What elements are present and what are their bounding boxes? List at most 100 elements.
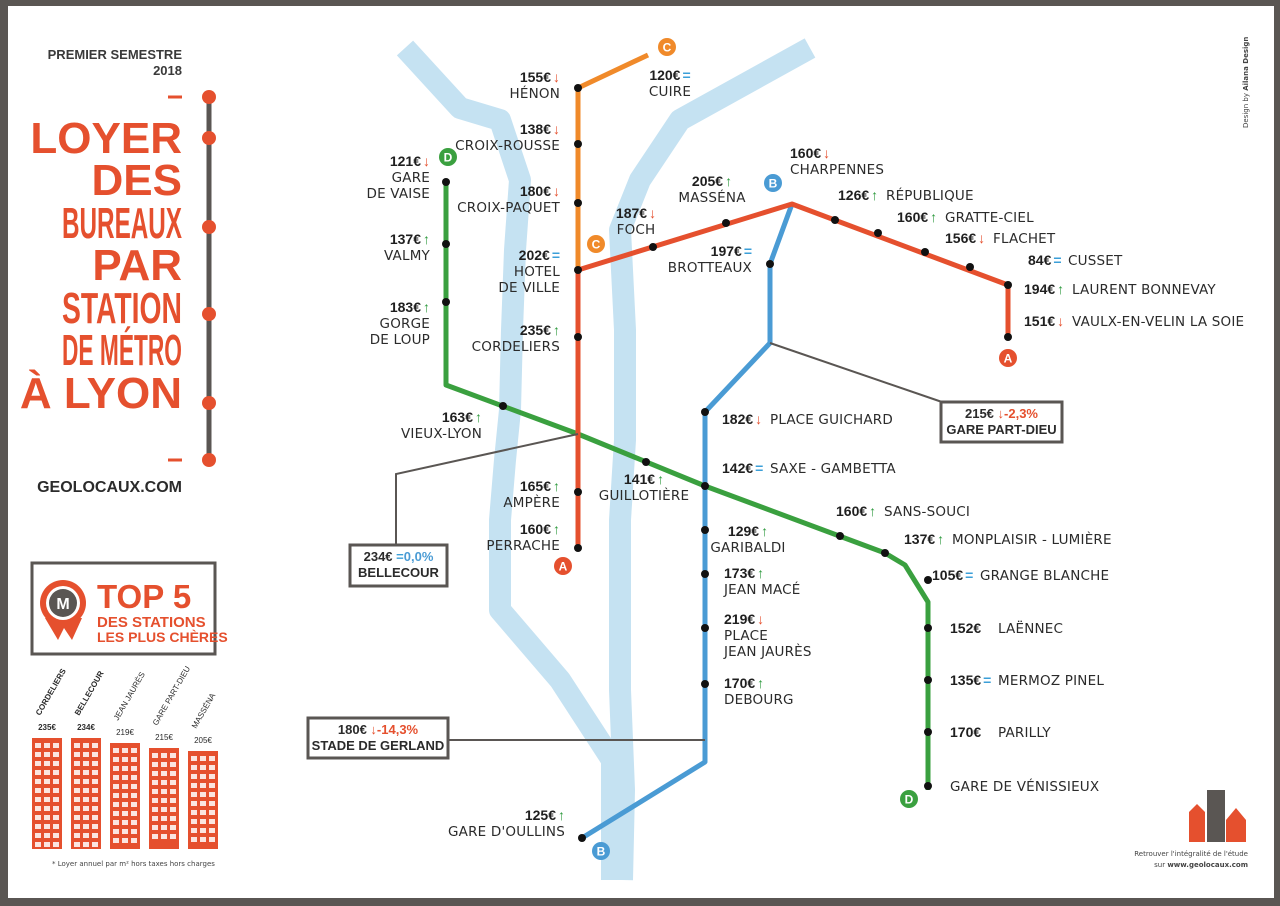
station-dot-grange-blanche[interactable] [924, 576, 932, 584]
top5-item-5[interactable]: 205€MASSÉNA [188, 691, 218, 849]
top5-item-1[interactable]: 235€CORDELIERS [32, 667, 68, 849]
station-name: GRANGE BLANCHE [980, 568, 1109, 584]
station-dot-sans-souci[interactable] [836, 532, 844, 540]
station-dot-perrache[interactable] [574, 544, 582, 552]
station-dot-vaulx[interactable] [1004, 333, 1012, 341]
station-label-laurent-bonnevay[interactable]: 194€↑LAURENT BONNEVAY [1024, 281, 1216, 298]
station-label-jean-mace[interactable]: 173€↑JEAN MACÉ [723, 565, 801, 598]
line-badge-d[interactable]: D [900, 790, 918, 808]
station-dot-mermoz[interactable] [924, 676, 932, 684]
station-label-republique[interactable]: 126€↑RÉPUBLIQUE [838, 187, 974, 204]
station-label-cusset[interactable]: 84€=CUSSET [1028, 252, 1123, 269]
top5-item-2[interactable]: 234€BELLECOUR [71, 669, 106, 849]
station-label-place-guichard[interactable]: 182€↓PLACE GUICHARD [722, 411, 893, 428]
line-badge-c[interactable]: C [587, 235, 605, 253]
station-dot-garibaldi[interactable] [701, 526, 709, 534]
station-dot-jean-jaures[interactable] [701, 624, 709, 632]
line-badge-b[interactable]: B [592, 842, 610, 860]
station-dot-venissieux[interactable] [924, 782, 932, 790]
station-dot-foch[interactable] [649, 243, 657, 251]
station-label-garibaldi[interactable]: 129€↑GARIBALDI [710, 523, 785, 556]
station-dot-croix-paquet[interactable] [574, 199, 582, 207]
station-dot-laurent-bonnevay[interactable] [1004, 281, 1012, 289]
station-label-debourg[interactable]: 170€↑DEBOURG [724, 675, 794, 708]
station-label-sans-souci[interactable]: 160€↑SANS-SOUCI [836, 503, 970, 520]
station-label-croix-rousse[interactable]: 138€↓CROIX-ROUSSE [455, 121, 560, 154]
station-dot-guillotiere[interactable] [642, 458, 650, 466]
station-dot-gratte-ciel[interactable] [874, 229, 882, 237]
station-label-henon[interactable]: 155€↓HÉNON [509, 69, 560, 102]
station-label-flachet[interactable]: 156€↓FLACHET [945, 230, 1056, 247]
station-label-massena[interactable]: 205€↑MASSÉNA [678, 173, 746, 206]
station-dot-croix-rousse[interactable] [574, 140, 582, 148]
line-badge-a[interactable]: A [999, 349, 1017, 367]
station-label-brotteaux[interactable]: 197€=BROTTEAUX [668, 243, 752, 276]
station-dot-flachet[interactable] [921, 248, 929, 256]
line-d [443, 182, 931, 790]
top5-item-3[interactable]: 219€JEAN JAURÈS [110, 671, 147, 849]
station-dot-laennec[interactable] [924, 624, 932, 632]
station-label-charpennes[interactable]: 160€↓CHARPENNES [790, 145, 884, 178]
top5-price: 215€ [155, 733, 173, 742]
callout-part-dieu[interactable]: 215€ ↓-2,3%GARE PART-DIEU [939, 400, 1064, 444]
station-label-grange-blanche[interactable]: 105€=GRANGE BLANCHE [932, 567, 1109, 584]
line-badge-c[interactable]: C [658, 38, 676, 56]
callout-name: BELLECOUR [358, 565, 440, 580]
station-dot-gare-oullins[interactable] [578, 834, 586, 842]
station-label-gare-oullins[interactable]: 125€↑GARE D'OULLINS [448, 807, 565, 840]
website-link[interactable]: GEOLOCAUX.COM [37, 479, 182, 496]
station-label-gratte-ciel[interactable]: 160€↑GRATTE-CIEL [897, 209, 1034, 226]
station-label-vaulx[interactable]: 151€↓VAULX-EN-VELIN LA SOIE [1024, 313, 1244, 330]
station-dot-jean-mace[interactable] [701, 570, 709, 578]
line-badge-a[interactable]: A [554, 557, 572, 575]
station-dot-republique[interactable] [831, 216, 839, 224]
station-dot-henon[interactable] [574, 84, 582, 92]
station-label-cordeliers[interactable]: 235€↑CORDELIERS [472, 322, 560, 355]
station-dots [442, 84, 1012, 842]
station-label-laennec[interactable]: 152€LAËNNEC [950, 619, 1063, 637]
top5-title: TOP 5 [97, 578, 191, 615]
station-dot-ampere[interactable] [574, 488, 582, 496]
study-link-line-2[interactable]: sur www.geolocaux.com [1154, 861, 1248, 869]
top5-item-4[interactable]: 215€GARE PART-DIEU [149, 664, 192, 849]
station-dot-saxe-gambetta[interactable] [701, 482, 709, 490]
station-dot-gare-de-vaise[interactable] [442, 178, 450, 186]
station-label-foch[interactable]: 187€↓FOCH [616, 205, 656, 238]
station-dot-massena[interactable] [722, 219, 730, 227]
top5-name: BELLECOUR [73, 669, 106, 717]
top5-subtitle-2: LES PLUS CHÈRES [97, 629, 228, 645]
station-label-saxe-gambetta[interactable]: 142€=SAXE - GAMBETTA [722, 460, 896, 477]
station-label-perrache[interactable]: 160€↑PERRACHE [486, 521, 560, 554]
station-label-guillotiere[interactable]: 141€↑GUILLOTIÈRE [599, 471, 689, 504]
station-dot-cordeliers[interactable] [574, 333, 582, 341]
station-dot-cusset[interactable] [966, 263, 974, 271]
station-label-monplaisir[interactable]: 137€↑MONPLAISIR - LUMIÈRE [904, 531, 1112, 548]
station-dot-valmy[interactable] [442, 240, 450, 248]
station-label-mermoz[interactable]: 135€=MERMOZ PINEL [950, 672, 1104, 689]
line-badge-d[interactable]: D [439, 148, 457, 166]
station-dot-vieux-lyon[interactable] [499, 402, 507, 410]
station-dot-hotel-de-ville[interactable] [574, 266, 582, 274]
station-dot-brotteaux[interactable] [766, 260, 774, 268]
line-badge-b[interactable]: B [764, 174, 782, 192]
callout-gerland[interactable]: 180€ ↓-14,3%STADE DE GERLAND [306, 716, 450, 760]
station-label-croix-paquet[interactable]: 180€↓CROIX-PAQUET [457, 183, 560, 216]
station-dot-debourg[interactable] [701, 680, 709, 688]
station-label-venissieux[interactable]: GARE DE VÉNISSIEUX [950, 778, 1099, 795]
station-label-valmy[interactable]: 137€↑VALMY [384, 231, 431, 264]
station-label-vieux-lyon[interactable]: 163€↑VIEUX-LYON [401, 409, 482, 442]
station-label-cuire[interactable]: 120€=CUIRE [649, 67, 691, 100]
line-a [575, 201, 1011, 548]
station-label-parilly[interactable]: 170€PARILLY [950, 724, 1051, 741]
station-dot-gorge-de-loup[interactable] [442, 298, 450, 306]
station-dot-parilly[interactable] [924, 728, 932, 736]
station-dot-monplaisir[interactable] [881, 549, 889, 557]
callout-bellecour[interactable]: 234€ =0,0%BELLECOUR [348, 543, 449, 588]
station-dot-place-guichard[interactable] [701, 408, 709, 416]
station-label-ampere[interactable]: 165€↑AMPÈRE [503, 478, 560, 511]
title-line: PAR [92, 241, 182, 290]
